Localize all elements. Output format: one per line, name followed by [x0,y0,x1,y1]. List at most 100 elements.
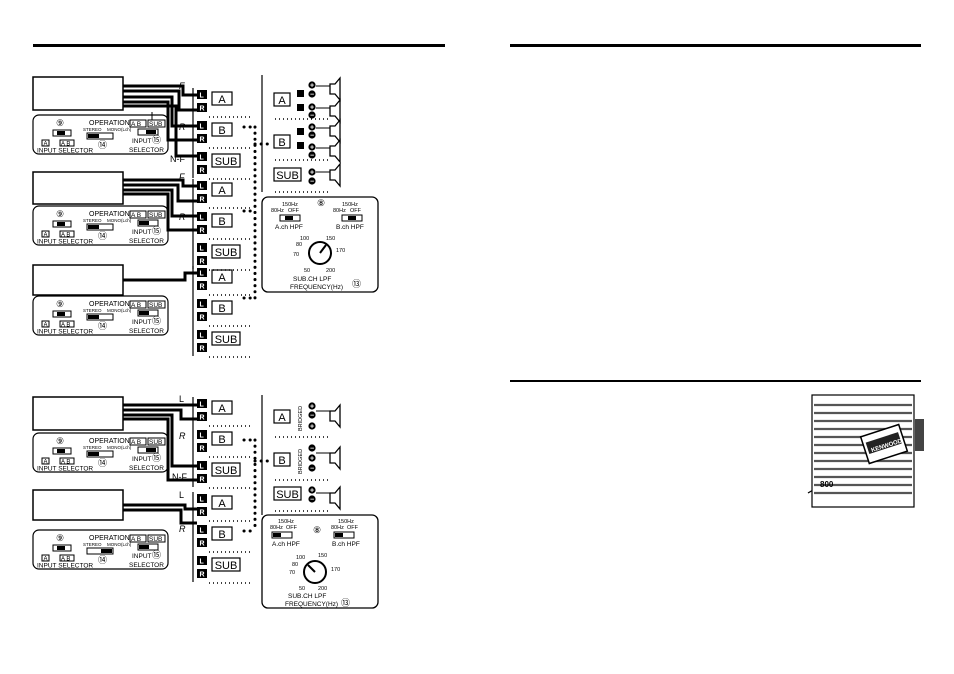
tag-sub [211,462,241,477]
terminal [308,486,316,494]
l-label: L [179,394,184,404]
channel-tag-label: SUB [215,156,238,168]
l-terminal-label: L [200,333,205,340]
sub-box-r [147,119,166,128]
a-box [41,457,50,465]
speaker [329,162,341,188]
spk-tag-sub-label-2: SUB [276,489,299,501]
input-knob [139,311,149,315]
terminal [308,464,316,472]
r-terminal-label: R [200,168,205,175]
nf-label: N-F [170,154,185,164]
terminal-sign: + [310,424,314,431]
input-selector-label: INPUT SELECTOR [37,148,93,155]
lpf2-70: 70 [289,570,295,576]
right-section-rule [510,380,921,382]
circle-14-label: ⑭ [98,458,107,468]
speaker [329,118,341,144]
channel-tag-label: A [218,498,226,510]
lpf-70: 70 [293,252,299,258]
hpf-ach: A.ch HPF [275,224,303,231]
terminal-sign: + [310,404,314,411]
hpf2-knob-b [335,533,343,537]
l-terminal [197,330,207,339]
tag-a [211,400,233,415]
r-terminal-label: R [200,446,205,453]
channel-tag-label: A [218,185,226,197]
l-terminal-label: L [200,302,205,309]
hpf2-off-b: OFF [347,525,359,531]
l-terminal-label: L [200,246,205,253]
r-terminal [197,538,207,547]
r-terminal-label: R [200,572,205,579]
tag-b [211,213,233,228]
hpf2-80-a: 80Hz [270,525,283,531]
hpf2-off-a: OFF [286,525,298,531]
r-terminal [197,225,207,234]
sub-label-r: SUB [149,212,162,219]
source-unit-2 [32,171,124,205]
hpf-150-b: 150Hz [342,202,358,208]
r-terminal [197,194,207,203]
circle-14-label: ⑭ [98,321,107,331]
hpf-bch: B.ch HPF [336,224,364,231]
l-terminal [197,430,207,439]
ab-box-r [129,210,147,219]
spk-tag-sub-2 [273,486,302,501]
mono-label: MONO(Lch) [107,127,132,132]
r-terminal-label: R [200,259,205,266]
speaker [329,485,341,511]
amp-panel-3 [32,295,169,336]
stereo-label: STEREO [83,308,102,313]
r-terminal [197,507,207,516]
speaker [329,403,341,429]
terminal-sign: + [310,125,314,132]
r-label-4: R [179,524,186,534]
l-terminal-label: L [200,402,205,409]
terminal [308,151,316,159]
circle-8-label-2: ⑧ [313,525,321,535]
hpf2-slot-a [271,531,293,539]
bridged-b: BRIDGED [298,449,304,474]
f-label: F [179,81,185,91]
tag-a [211,91,233,106]
input-label: INPUT [132,553,152,560]
circle-13-label: ⑬ [352,279,361,289]
terminal-sign: − [310,153,314,160]
r-terminal [197,103,207,112]
hpf2-slot-b [333,531,355,539]
mono-label: MONO(Lch) [107,542,132,547]
r-terminal-label: R [200,510,205,517]
l-terminal-label: L [200,464,205,471]
ab-label-r: A B [131,439,141,446]
r-terminal-label: R [200,284,205,291]
hpf2-knob-a [273,533,281,537]
l-terminal [197,461,207,470]
operation-slot [86,450,114,458]
l-terminal-label: L [200,433,205,440]
input-label: INPUT [132,319,152,326]
channel-tag-label: A [218,94,226,106]
channel-tag-label: A [218,403,226,415]
terminal [308,123,316,131]
hpf2-bch: B.ch HPF [332,541,360,548]
hpf2-150-a: 150Hz [278,519,294,525]
channel-tag-label: B [218,216,225,228]
operation-knob [88,315,99,319]
speaker [329,76,341,102]
lpf-title2: FREQUENCY(Hz) [290,284,343,291]
selector-knob [57,222,65,226]
stereo-label: STEREO [83,445,102,450]
hpf2-ach: A.ch HPF [272,541,300,548]
r-terminal-label: R [200,137,205,144]
terminal-sign: − [310,466,314,473]
channel-tag-label: SUB [215,247,238,259]
spk-tag-b-label-2: B [278,455,285,467]
sub-label-r: SUB [149,302,162,309]
l-terminal [197,299,207,308]
r-terminal-label: R [200,415,205,422]
hpf-knob-a [285,216,293,220]
l-terminal-label: L [200,497,205,504]
amp-panel-2 [32,205,169,246]
